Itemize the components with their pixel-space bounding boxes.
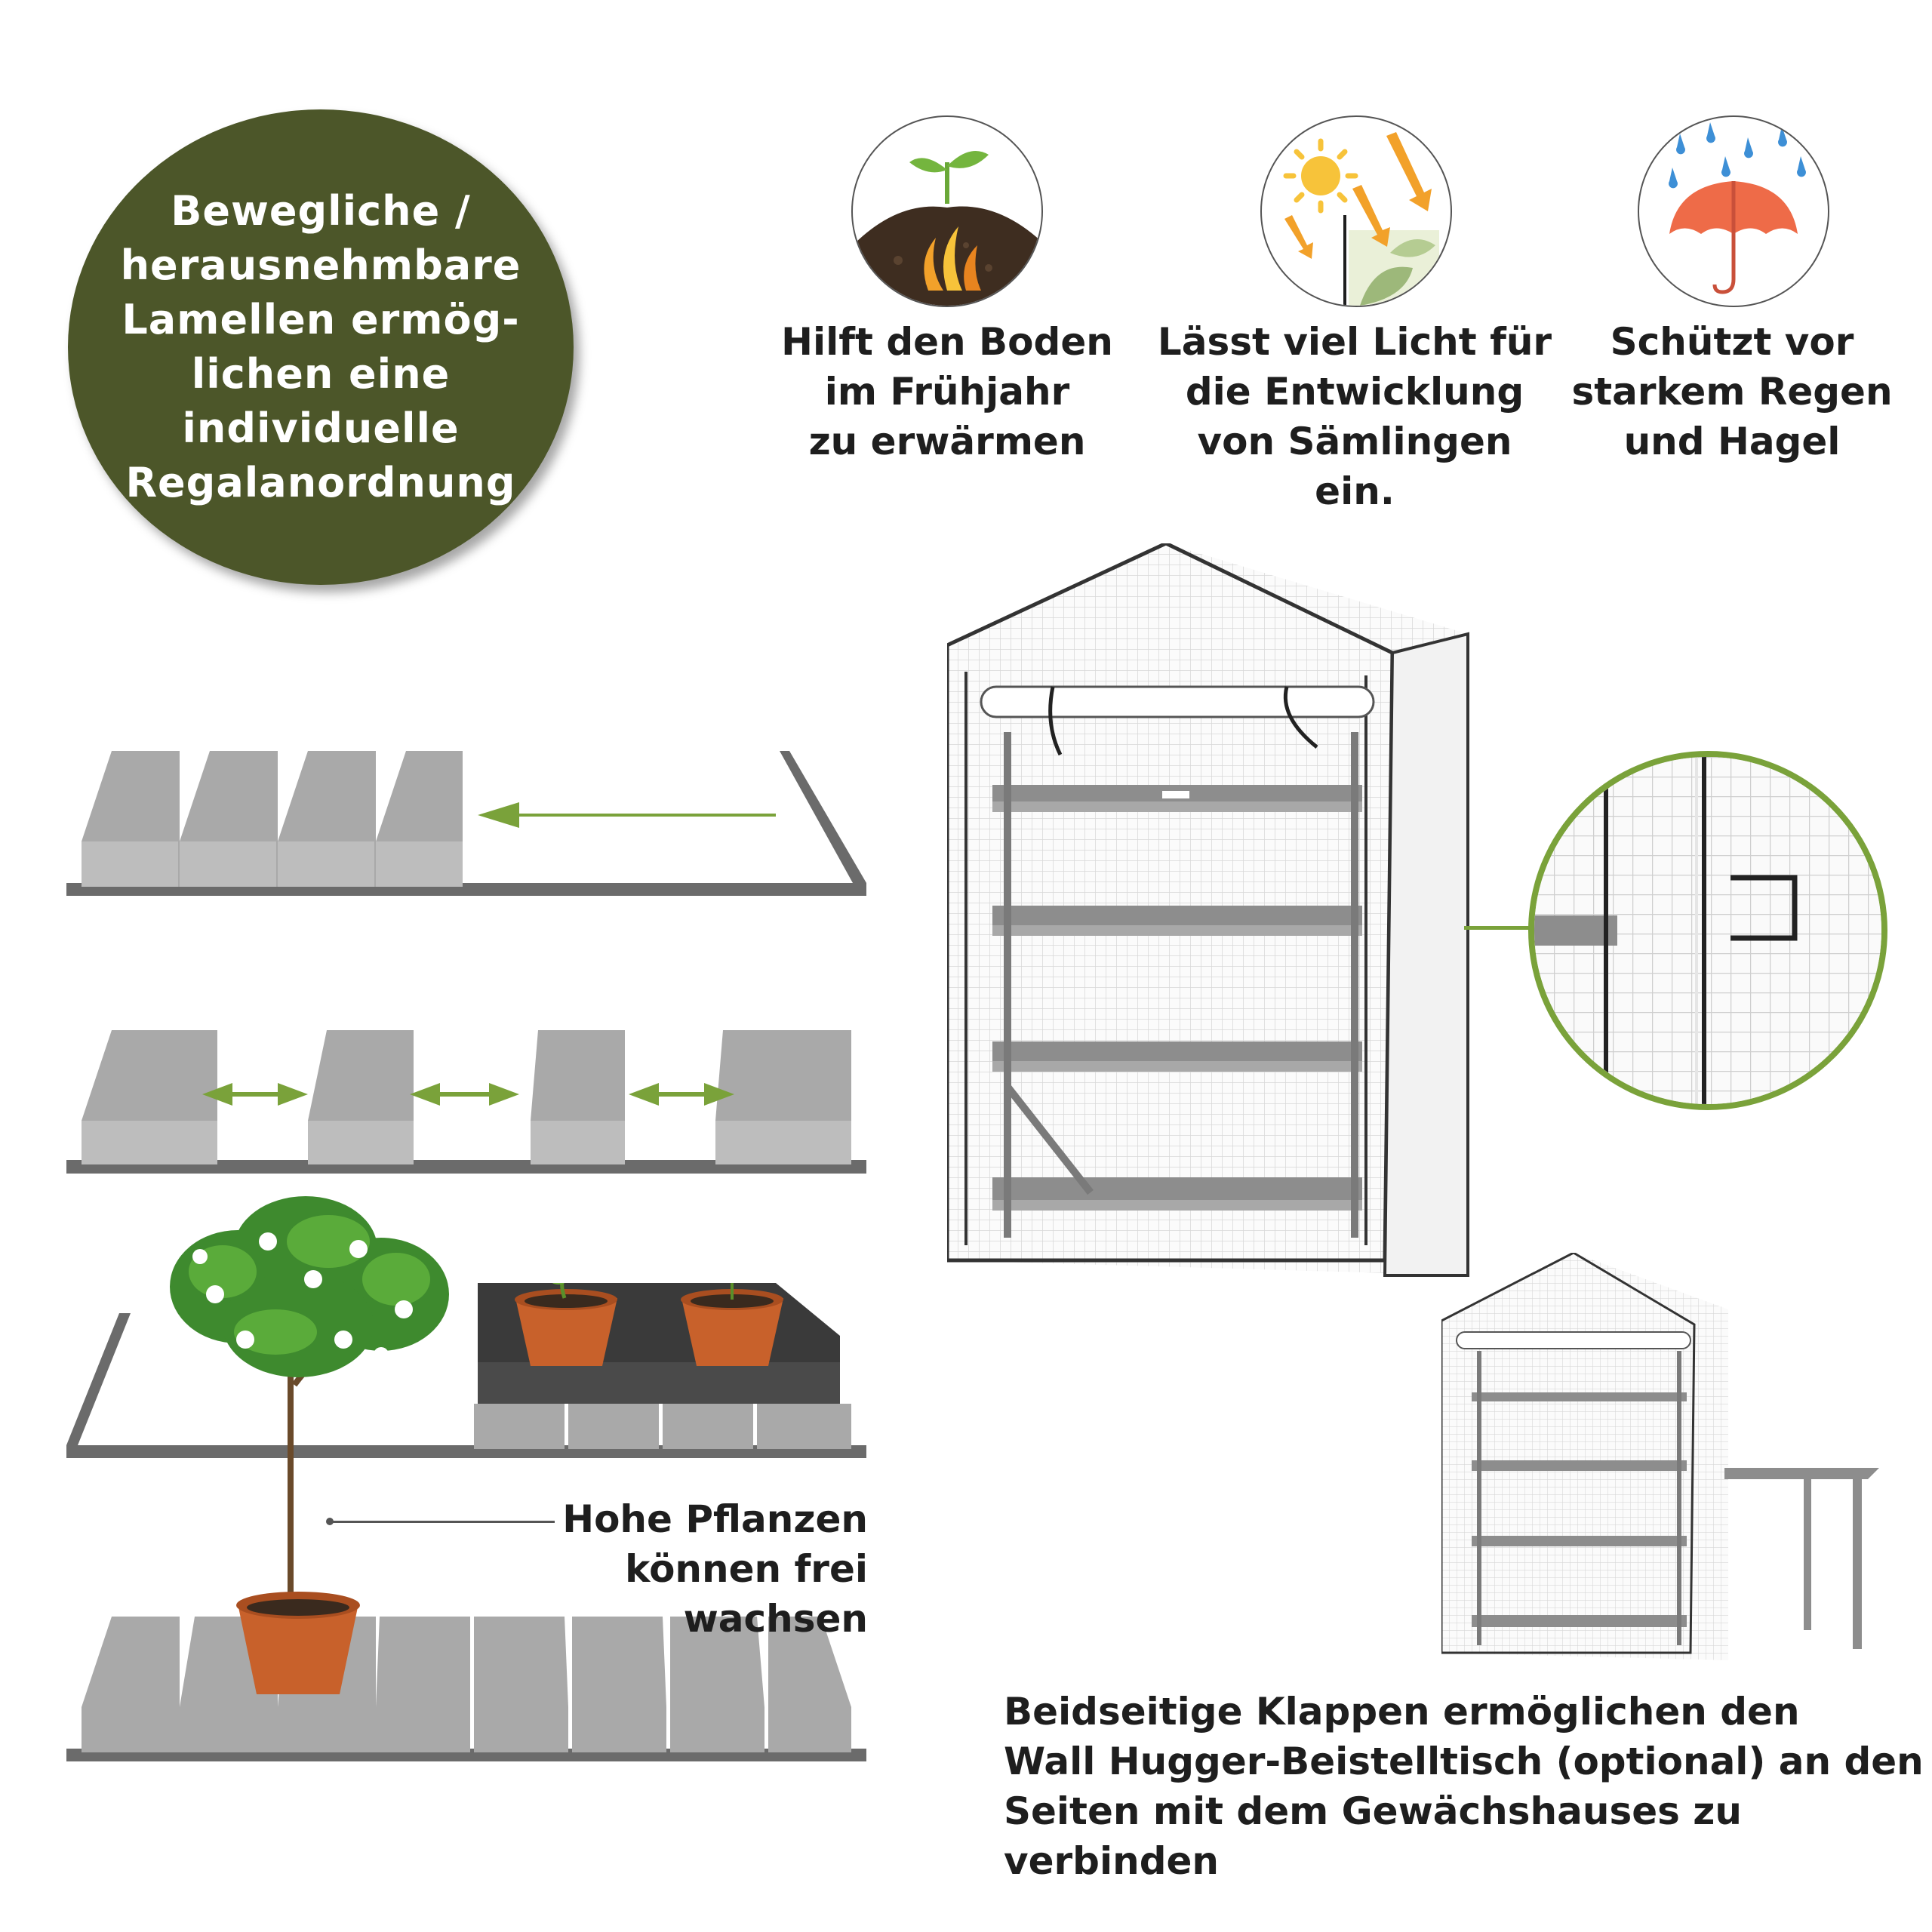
badge-text: Bewegliche / herausnehmbare Lamellen erm… <box>120 187 521 506</box>
greenhouse-side-table-image <box>1441 1253 1909 1675</box>
feature-label-rain: Schützt vor starkem Regen und Hagel <box>1571 320 1893 463</box>
shelf-diagram-partial <box>66 1283 866 1464</box>
zoom-connector <box>1464 926 1532 930</box>
seedling-pot-left <box>515 1283 617 1366</box>
zoom-detail-flap <box>1528 751 1887 1110</box>
soil-warming-icon <box>851 115 1043 307</box>
caption-leader-dot <box>326 1518 334 1525</box>
shelf-diagram-spacing <box>66 1030 866 1181</box>
seedling-pot-right <box>681 1283 783 1366</box>
feature-label-light: Lässt viel Licht für die Entwicklung von… <box>1157 320 1552 513</box>
caption-leader-line <box>328 1521 555 1523</box>
shelf-diagram-bottom <box>66 1617 866 1767</box>
tall-plants-caption: Hohe Pflanzen können frei wachsen <box>562 1497 868 1641</box>
sunlight-icon <box>1260 115 1452 307</box>
greenhouse-main-image <box>947 543 1475 1291</box>
feature-label-soil: Hilft den Boden im Frühjahr zu erwärmen <box>781 320 1113 463</box>
shelf-diagram-slide <box>66 751 866 902</box>
umbrella-rain-icon <box>1638 115 1829 307</box>
tall-plant-illustration <box>155 1196 472 1694</box>
info-badge: Bewegliche / herausnehmbare Lamellen erm… <box>68 109 574 585</box>
side-table-caption: Beidseitige Klappen ermöglichen den Wall… <box>1004 1690 1924 1883</box>
